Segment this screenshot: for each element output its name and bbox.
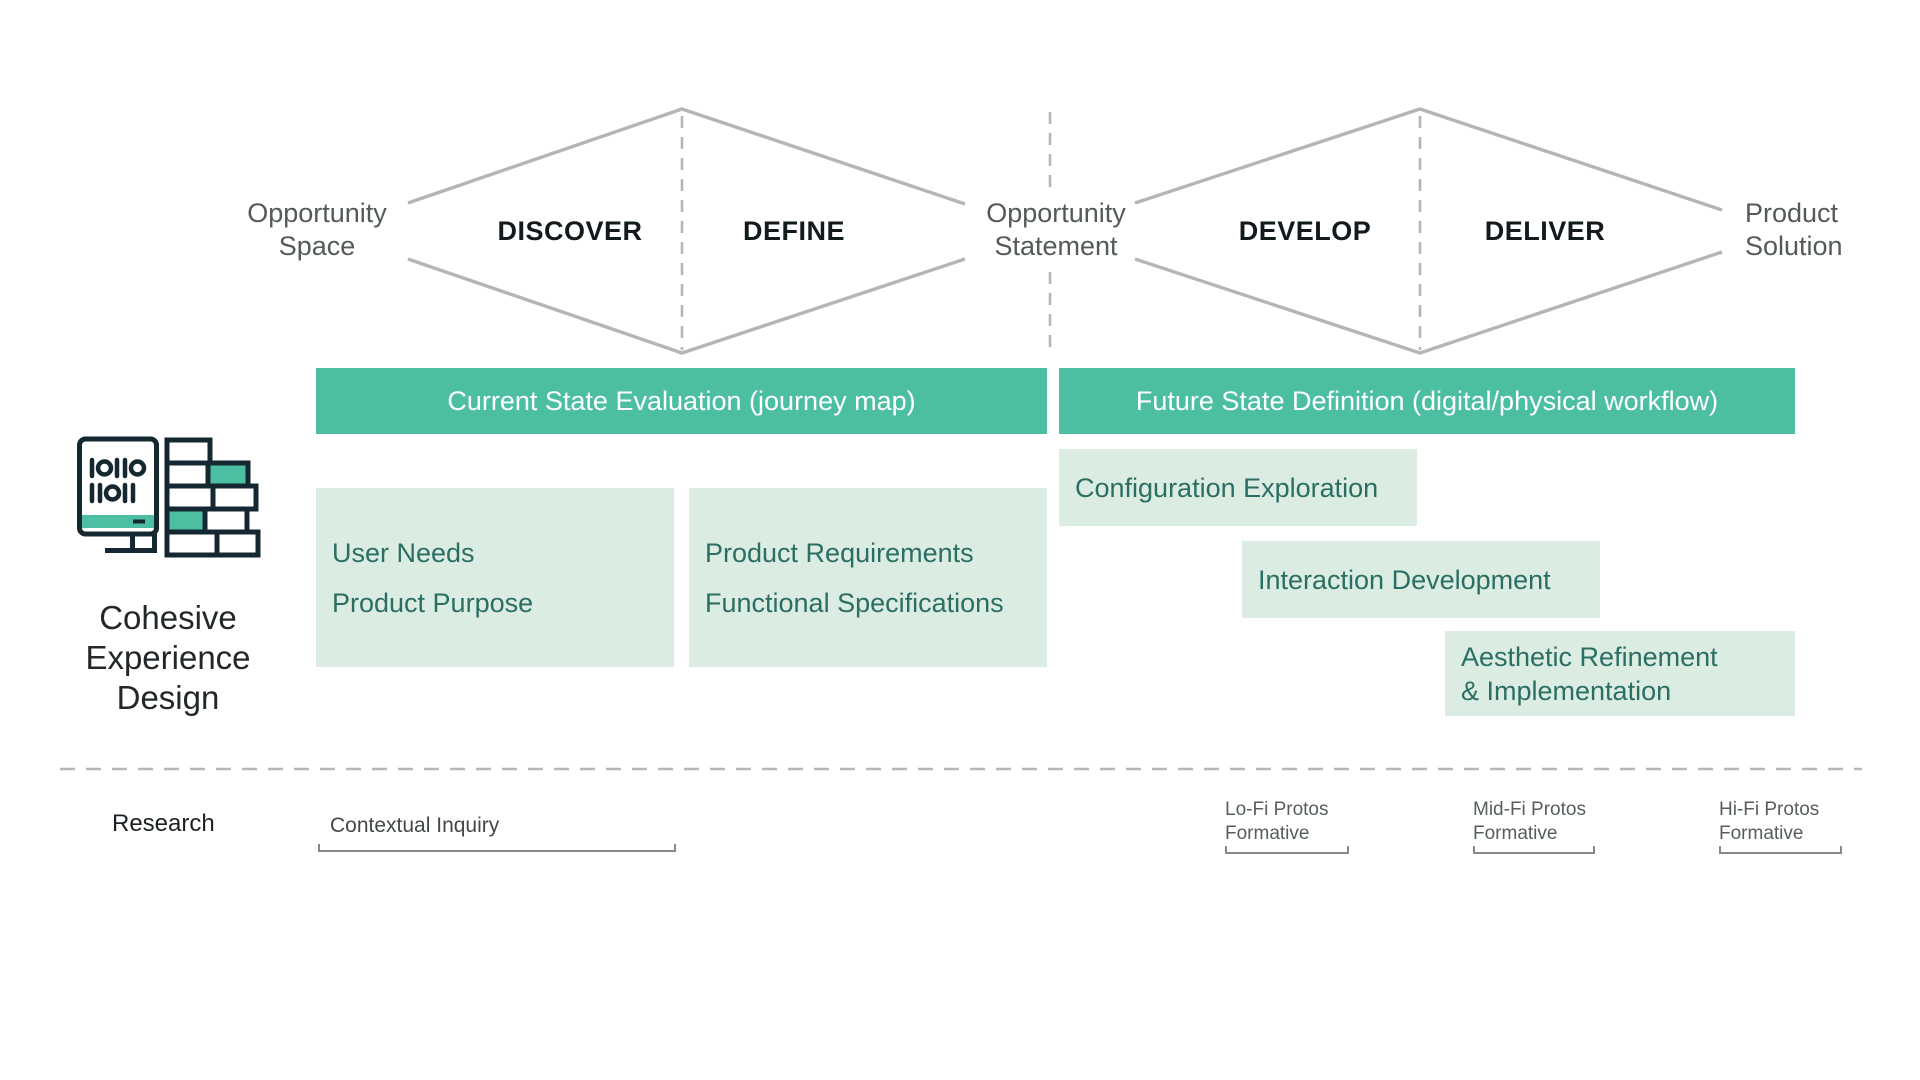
diamond-discover-define-outline — [407, 107, 966, 355]
opportunity-space-line2: Space — [278, 231, 356, 261]
sidebar-title-line1: Cohesive — [99, 599, 237, 636]
phase-label-define: DEFINE — [742, 216, 845, 246]
activity-line: Functional Specifications — [705, 587, 1004, 618]
opportunity-space-line1: Opportunity — [247, 198, 387, 228]
future-state-definition-bar-label: Future State Definition (digital/physica… — [1135, 385, 1719, 416]
cohesive-experience-design-icon — [77, 436, 261, 558]
phase-label-discover: DISCOVER — [497, 216, 643, 246]
activity-box-product-requirements: Product Requirements Functional Specific… — [689, 488, 1047, 667]
opportunity-statement-label: Opportunity Statement — [946, 197, 1166, 263]
phase-label-deliver: DELIVER — [1484, 216, 1606, 246]
hifi-protos-label: Hi-Fi Protos Formative — [1719, 798, 1819, 846]
product-solution-line1: Product — [1745, 198, 1839, 228]
current-state-evaluation-bar-label: Current State Evaluation (journey map) — [447, 385, 916, 416]
activity-line: Configuration Exploration — [1075, 472, 1379, 503]
proto-line1: Lo-Fi Protos — [1225, 799, 1329, 820]
future-state-definition-bar: Future State Definition (digital/physica… — [1059, 368, 1795, 434]
midfi-protos-range — [1473, 846, 1595, 854]
proto-line2: Formative — [1719, 823, 1804, 844]
diamond-develop-deliver-outline — [1134, 107, 1723, 355]
product-solution-line2: Solution — [1745, 231, 1843, 261]
proto-line1: Hi-Fi Protos — [1719, 799, 1820, 820]
activity-line: & Implementation — [1461, 675, 1672, 706]
activity-box-interaction-development: Interaction Development — [1242, 541, 1600, 618]
activity-box-user-needs: User Needs Product Purpose — [316, 488, 674, 667]
proto-line1: Mid-Fi Protos — [1473, 799, 1586, 820]
hifi-protos-range — [1719, 846, 1842, 854]
activity-line: Aesthetic Refinement — [1461, 641, 1718, 672]
contextual-inquiry-range — [318, 844, 676, 852]
sidebar-title-line2: Experience — [85, 639, 251, 676]
lofi-protos-label: Lo-Fi Protos Formative — [1225, 798, 1328, 846]
contextual-inquiry-label: Contextual Inquiry — [330, 814, 500, 837]
sidebar-title-line3: Design — [116, 679, 220, 716]
lofi-protos-range — [1225, 846, 1349, 854]
phase-label-develop: DEVELOP — [1238, 216, 1372, 246]
opportunity-space-label: Opportunity Space — [227, 197, 407, 263]
proto-line2: Formative — [1473, 823, 1558, 844]
activity-line: User Needs — [332, 537, 475, 568]
activity-box-configuration-exploration: Configuration Exploration — [1059, 449, 1417, 526]
research-label: Research — [112, 810, 215, 837]
activity-line: Interaction Development — [1258, 564, 1551, 595]
opportunity-statement-line2: Statement — [994, 231, 1118, 261]
midfi-protos-label: Mid-Fi Protos Formative — [1473, 798, 1586, 846]
activity-line: Product Purpose — [332, 587, 534, 618]
opportunity-statement-line1: Opportunity — [986, 198, 1126, 228]
activity-box-aesthetic-refinement: Aesthetic Refinement & Implementation — [1445, 631, 1795, 716]
activity-line: Product Requirements — [705, 537, 974, 568]
proto-line2: Formative — [1225, 823, 1310, 844]
product-solution-label: Product Solution — [1745, 197, 1905, 263]
current-state-evaluation-bar: Current State Evaluation (journey map) — [316, 368, 1047, 434]
cohesive-experience-design-label: Cohesive Experience Design — [40, 598, 296, 718]
monitor-binary-icon — [77, 436, 159, 553]
brick-wall-icon — [164, 437, 261, 558]
